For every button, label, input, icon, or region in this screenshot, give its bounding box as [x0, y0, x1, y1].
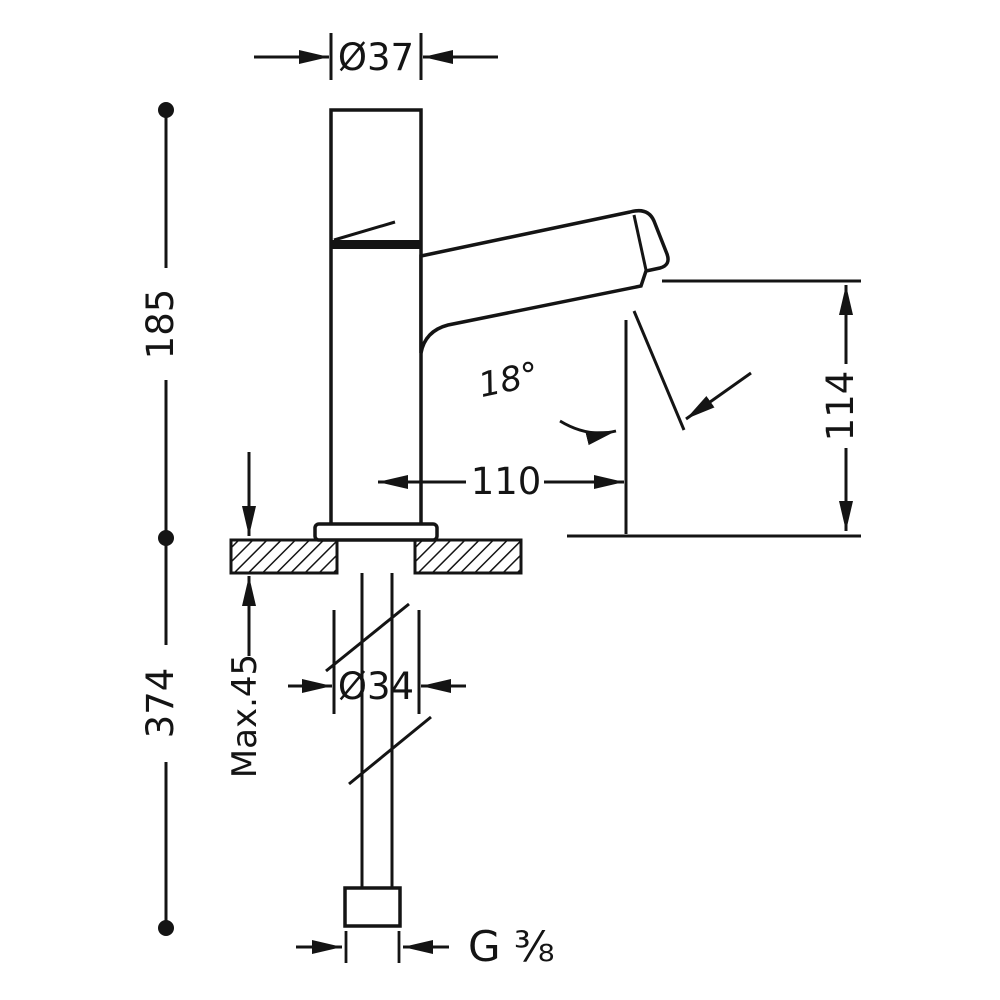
countertop-section: [229, 538, 523, 575]
stream-angle-line: [632, 310, 686, 431]
handle-collar-band: [331, 240, 421, 249]
dimension-dot-bottom: [158, 920, 174, 936]
label-spout-height: 114: [819, 371, 862, 442]
spout-aerator-line: [632, 214, 648, 271]
pipe-break-mark-lower: [348, 715, 432, 786]
dim-spout-height: 114: [567, 279, 862, 538]
dim-base-diameter: Ø34: [288, 610, 466, 714]
dim-deck-thickness: Max.45: [225, 452, 265, 778]
label-spout-reach: 110: [471, 460, 542, 503]
label-spout-angle: 18°: [475, 354, 542, 406]
angle-arc-arrow: [559, 419, 617, 446]
label-height-above-deck: 185: [139, 289, 182, 360]
faucet: [313, 108, 670, 542]
pipe-break-mark-upper: [325, 602, 410, 673]
dimension-dot-middle: [158, 530, 174, 546]
stream-pointer-arrow: [685, 371, 752, 421]
label-total-height: 374: [139, 668, 182, 739]
countertop-right: [413, 538, 523, 575]
label-top-diameter: Ø37: [338, 36, 414, 79]
countertop-left: [229, 538, 339, 575]
faucet-spout: [419, 208, 670, 354]
handle-seam-line: [333, 220, 396, 242]
dimension-dot-top: [158, 102, 174, 118]
dim-top-diameter: Ø37: [254, 33, 498, 80]
dim-thread-size: G ⅜: [296, 922, 555, 971]
faucet-base-flange: [313, 522, 439, 542]
connection-nut: [343, 886, 402, 928]
faucet-body: [329, 108, 423, 530]
dim-spout-reach: 110: [378, 460, 624, 503]
label-max-deck-thickness: Max.45: [225, 654, 265, 778]
dim-height-axis: 185 374: [139, 102, 182, 936]
supply-pipe: [325, 573, 432, 928]
label-base-diameter: Ø34: [338, 665, 414, 708]
label-thread-size: G ⅜: [468, 922, 555, 971]
